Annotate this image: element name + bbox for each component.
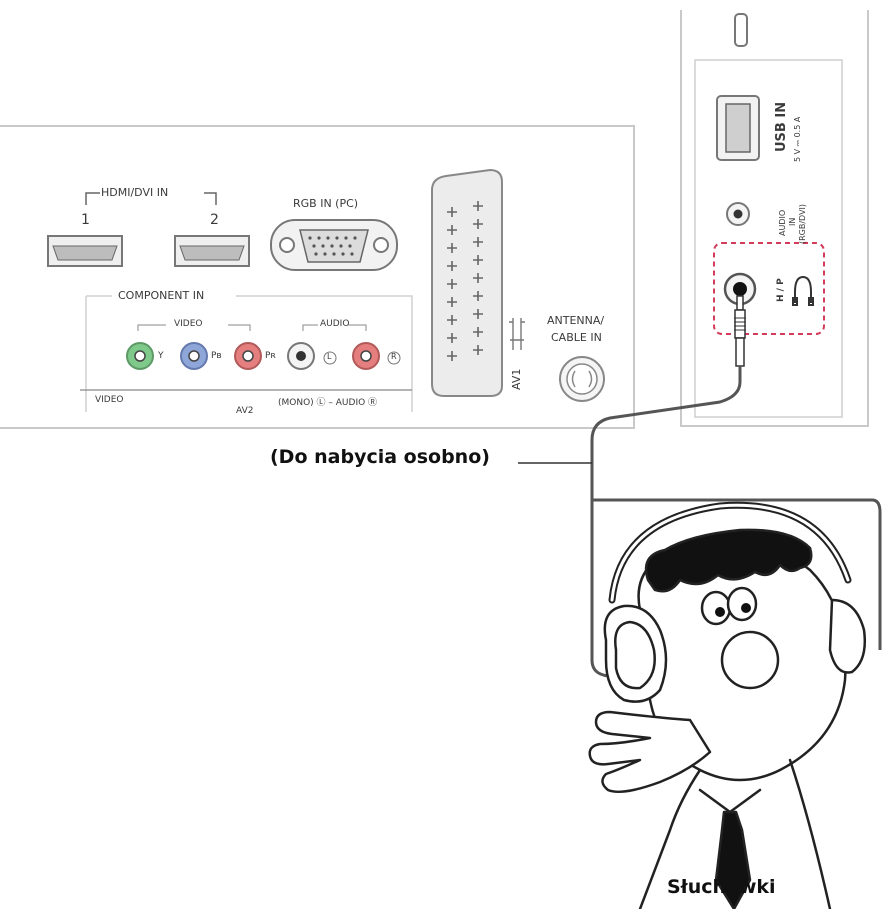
headphone-jack (723, 272, 757, 306)
scart-connector (431, 168, 503, 397)
video-bracket (137, 324, 251, 331)
headphone-highlight-box (713, 242, 825, 335)
usb-spec-label: 5 V ⎓ 0.5 A (793, 116, 802, 162)
antenna-jack (559, 356, 605, 402)
side-slot (734, 13, 748, 47)
audio-l-jack (287, 342, 315, 370)
rgb-in-label: RGB IN (PC) (293, 197, 359, 210)
hdmi-port-2 (174, 235, 250, 267)
r-label: R (391, 352, 397, 361)
audio-in-label-2: IN (788, 217, 797, 226)
hdmi-1-label: 1 (81, 212, 90, 228)
rgb-port (270, 219, 398, 271)
audio-bracket (302, 324, 367, 331)
audio-in-jack (726, 202, 750, 226)
hdmi-port-1 (47, 235, 123, 267)
video-label: VIDEO (174, 319, 203, 329)
hdmi-bracket (85, 192, 217, 205)
l-label: L (327, 352, 332, 361)
component-box (85, 295, 413, 412)
headphones-caption: Słuchawki (667, 876, 776, 898)
side-panel-inner (694, 59, 843, 418)
audio-r-jack (352, 342, 380, 370)
usb-port (716, 95, 760, 161)
mono-audio-label: (MONO) Ⓛ – AUDIO Ⓡ (278, 398, 378, 408)
pb-jack (180, 342, 208, 370)
pr-label: Pʀ (265, 351, 276, 361)
antenna-label: ANTENNA/ (547, 314, 605, 327)
hp-label: H / P (776, 278, 786, 302)
audio-label: AUDIO (320, 319, 350, 329)
hdmi-2-label: 2 (210, 212, 219, 228)
video-bottom-label: VIDEO (95, 395, 124, 405)
headphone-symbol-icon (792, 275, 814, 306)
person-with-headphones (588, 501, 866, 909)
usb-in-label: USB IN (774, 101, 789, 152)
audio-in-label-1: AUDIO (778, 209, 787, 236)
av2-label: AV2 (236, 406, 254, 416)
component-in-label: COMPONENT IN (118, 289, 205, 302)
cable-in-label: CABLE IN (551, 331, 602, 344)
headphone-cable (590, 366, 742, 500)
pb-label: Pʙ (211, 351, 222, 361)
tv-back-panel (0, 125, 635, 429)
av1-label: AV1 (510, 368, 523, 390)
tv-side-panel (680, 10, 869, 427)
r-marker (387, 351, 401, 365)
av1-symbol (509, 318, 525, 350)
y-label: Y (158, 351, 164, 361)
headphone-plug (734, 295, 746, 367)
l-marker (323, 351, 337, 365)
y-jack (126, 342, 154, 370)
pr-jack (234, 342, 262, 370)
callout-label: (Do nabycia osobno) (270, 446, 490, 468)
audio-in-label-3: (RGB/DVI) (798, 203, 807, 244)
hdmi-group-label: HDMI/DVI IN (101, 186, 169, 199)
